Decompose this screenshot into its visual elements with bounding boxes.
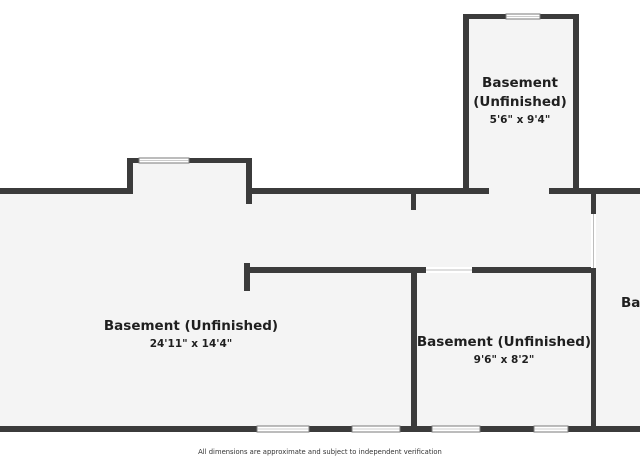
room-name-line2: (Unfinished) — [473, 94, 567, 110]
window — [256, 425, 310, 433]
window — [533, 425, 569, 433]
room-name: Basement (Unfinished) — [416, 334, 592, 350]
room-name: Basement — [482, 75, 558, 91]
floor-area — [0, 18, 640, 429]
room-dimensions: 5'6" x 9'4" — [489, 114, 551, 126]
window — [351, 425, 401, 433]
door-opening-interior — [426, 267, 472, 273]
room-dimensions: 24'11" x 14'4" — [149, 338, 233, 350]
window — [431, 425, 481, 433]
room-label-small-top: Basement (Unfinished) 5'6" x 9'4" — [470, 74, 570, 127]
room-label-medium: Basement (Unfinished) 9'6" x 8'2" — [404, 333, 604, 367]
disclaimer-text: All dimensions are approximate and subje… — [198, 448, 442, 456]
room-name: Basement (Unfinished) — [103, 318, 279, 334]
room-label-large: Basement (Unfinished) 24'11" x 14'4" — [91, 317, 291, 351]
windows — [138, 13, 569, 433]
door-opening — [591, 214, 596, 268]
window — [505, 13, 541, 20]
room-name: Ba — [621, 295, 640, 311]
room-dimensions: 9'6" x 8'2" — [473, 354, 535, 366]
window — [138, 157, 190, 164]
room-label-cutoff: Ba — [621, 294, 640, 313]
